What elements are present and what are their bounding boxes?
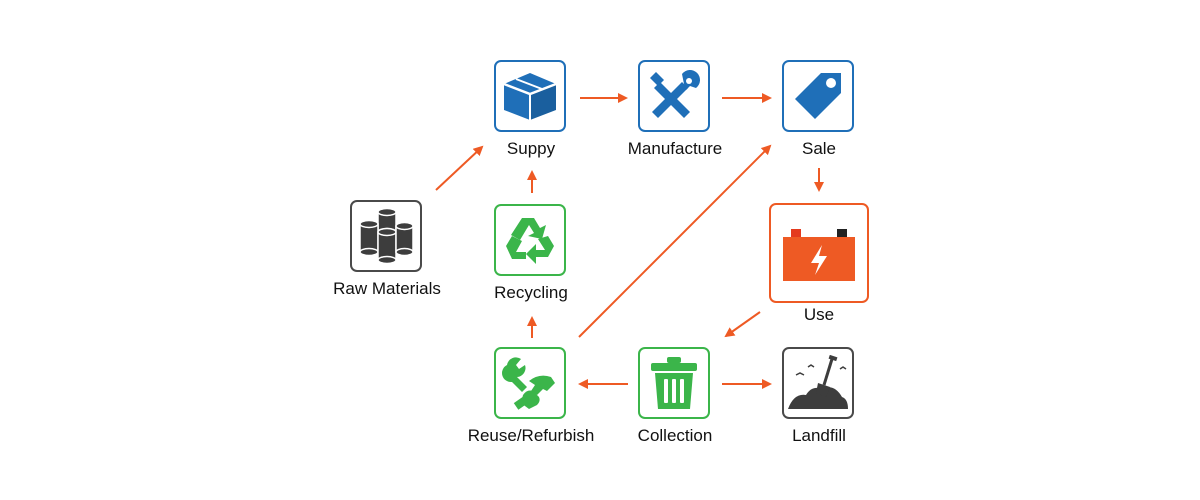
raw-materials-label: Raw Materials — [333, 279, 441, 298]
manufacture-box — [638, 60, 710, 132]
sale-label: Sale — [801, 139, 837, 158]
trash-bin-icon — [651, 357, 697, 409]
supply-label: Suppy — [506, 139, 556, 158]
collection-label: Collection — [637, 426, 713, 445]
arrow-raw-to-supply — [435, 145, 484, 191]
wrench-hand-icon — [502, 357, 555, 410]
use-box — [769, 203, 869, 303]
landfill-shovel-icon — [788, 355, 848, 409]
price-tag-icon — [795, 73, 841, 119]
battery-icon — [783, 229, 855, 281]
collection-box — [638, 347, 710, 419]
landfill-box — [782, 347, 854, 419]
raw-materials-box — [350, 200, 422, 272]
recycle-icon — [506, 218, 554, 264]
supply-box — [494, 60, 566, 132]
use-label: Use — [803, 305, 835, 324]
manufacture-label: Manufacture — [627, 139, 723, 158]
recycling-label: Recycling — [494, 283, 568, 302]
landfill-label: Landfill — [792, 426, 846, 445]
arrow-use-to-collection — [724, 311, 761, 338]
barrels-icon — [359, 207, 414, 265]
recycling-box — [494, 204, 566, 276]
box-icon — [503, 73, 557, 120]
tools-icon — [650, 69, 700, 118]
reuse-refurbish-box — [494, 347, 566, 419]
reuse-refurbish-label: Reuse/Refurbish — [467, 426, 595, 445]
sale-box — [782, 60, 854, 132]
arrow-reuse-to-sale — [578, 144, 772, 338]
